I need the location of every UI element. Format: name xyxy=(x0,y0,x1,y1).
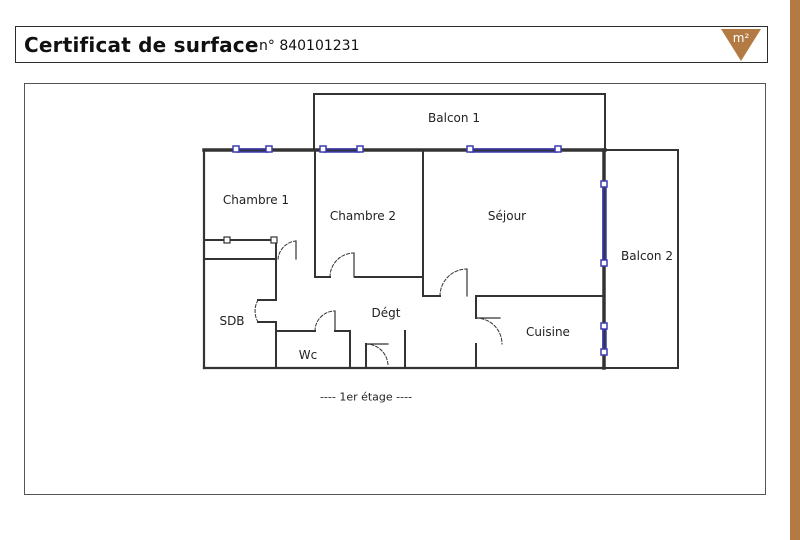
room-label-wc: Wc xyxy=(298,348,318,362)
header-bar: Certificat de surface n° 840101231 m² xyxy=(15,26,768,63)
door-swings xyxy=(254,240,503,367)
m2-logo: m² xyxy=(721,29,761,61)
certificate-number: n° 840101231 xyxy=(259,38,360,54)
brand-strip xyxy=(790,0,800,540)
chambre-1-markers xyxy=(223,236,278,244)
balcon-1-outline xyxy=(313,93,606,151)
windows xyxy=(232,145,608,356)
door-leaves xyxy=(295,240,501,345)
floor-plan-frame xyxy=(24,83,766,495)
room-label-chambre-2: Chambre 2 xyxy=(329,209,397,223)
room-label-sejour: Séjour xyxy=(487,209,527,223)
page-title: Certificat de surface xyxy=(24,33,259,57)
logo-text: m² xyxy=(733,31,750,45)
floor-label: ---- 1er étage ---- xyxy=(319,390,413,404)
room-label-degt: Dégt xyxy=(371,306,401,320)
room-label-balcon-1: Balcon 1 xyxy=(428,111,480,125)
room-label-chambre-1: Chambre 1 xyxy=(222,193,290,207)
balcon-2-outline xyxy=(604,149,679,369)
room-label-cuisine: Cuisine xyxy=(526,325,570,339)
room-label-sdb: SDB xyxy=(219,314,245,328)
room-label-balcon-2: Balcon 2 xyxy=(621,249,673,263)
interior-walls xyxy=(203,149,605,369)
